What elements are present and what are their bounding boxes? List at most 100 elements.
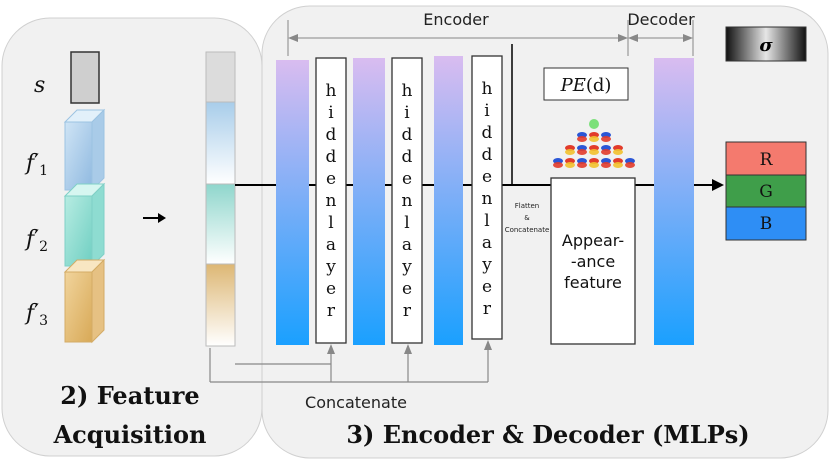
hidden-layer-letter: l	[404, 213, 409, 233]
pe-label: PE(d)	[560, 75, 612, 96]
harmonic-lobe	[601, 162, 611, 168]
hidden-layer-letter: n	[326, 191, 337, 211]
spherical-harmonics-icon	[553, 119, 635, 168]
appearance-feature-box	[550, 177, 636, 345]
harmonic-lobe	[601, 149, 611, 155]
flatten-amp: &	[524, 214, 530, 222]
appearance-line-2: -ance	[571, 252, 615, 271]
svg-text:f′3: f′3	[24, 301, 48, 329]
s-block	[70, 51, 100, 104]
hidden-layer-letter: e	[326, 169, 336, 189]
output-r-label: R	[760, 150, 774, 170]
output-b-box	[725, 206, 807, 241]
hidden-layer-box-1	[315, 57, 347, 344]
mlp-bar-3	[434, 56, 463, 345]
feature-cube-3	[63, 258, 106, 344]
hidden-layer-letter: y	[401, 257, 412, 277]
hidden-layer-letter: r	[403, 301, 412, 321]
feature-cube-2	[63, 182, 106, 268]
output-b-label: B	[760, 214, 773, 234]
harmonic-lobe	[589, 136, 599, 142]
harmonic-lobe	[625, 162, 635, 168]
hidden-layer-box-2	[391, 57, 423, 344]
output-arrow	[712, 179, 724, 191]
hidden-layer-letter: l	[328, 213, 333, 233]
harmonic-lobe	[589, 162, 599, 168]
hidden-layer-box-3	[471, 55, 503, 340]
concatenate-label: Concatenate	[305, 393, 407, 412]
hidden-layer-letter: e	[482, 167, 492, 187]
hidden-layer-letter: d	[482, 145, 493, 165]
hidden-layer-letter: d	[402, 147, 413, 167]
feature-acquisition-title-1: 2) Feature	[60, 381, 199, 410]
concatenate-connections	[209, 346, 489, 383]
hidden-layer-letter: r	[327, 301, 336, 321]
hidden-layer-letter: h	[482, 79, 493, 99]
output-r-box	[725, 141, 807, 176]
feature-cube-1	[63, 108, 106, 192]
hidden-layer-letter: a	[402, 235, 412, 255]
output-g-label: G	[759, 182, 773, 202]
svg-text:f′1: f′1	[24, 151, 48, 179]
symbol-f2: f′2	[24, 227, 48, 255]
skip-arrow-1	[327, 344, 335, 354]
output-g-box	[725, 174, 807, 208]
hidden-layer-letter: d	[326, 125, 337, 145]
hidden-layer-letter: e	[402, 169, 412, 189]
hidden-layer-letter: l	[484, 211, 489, 231]
hidden-layer-letter: a	[326, 235, 336, 255]
hidden-layer-letter: i	[484, 101, 490, 121]
hidden-layer-letter: y	[325, 257, 336, 277]
hidden-layer-letter: a	[482, 233, 492, 253]
harmonic-lobe	[553, 162, 563, 168]
harmonic-lobe	[565, 162, 575, 168]
hidden-layer-letter: i	[328, 103, 334, 123]
harmonic-lobe	[613, 149, 623, 155]
hidden-layer-letter: e	[326, 279, 336, 299]
harmonic-lobe	[577, 162, 587, 168]
svg-text:f′2: f′2	[24, 227, 48, 255]
hidden-layer-letter: n	[482, 189, 493, 209]
concatenated-feature-strip	[205, 51, 236, 347]
flatten-label: Flatten	[515, 202, 540, 210]
skip-arrow-3	[484, 340, 492, 350]
encoder-label: Encoder	[423, 10, 489, 29]
mlp-bar-1	[276, 60, 309, 345]
skip-arrow-2	[404, 344, 412, 354]
hidden-layer-letter: h	[326, 81, 337, 101]
appearance-line-3: feature	[564, 273, 622, 292]
hidden-layer-letter: d	[326, 147, 337, 167]
hidden-layer-letter: r	[483, 299, 492, 319]
harmonic-lobe	[577, 149, 587, 155]
harmonic-lobe	[601, 136, 611, 142]
decoder-label: Decoder	[627, 10, 695, 29]
hidden-layer-letter: d	[482, 123, 493, 143]
harmonic-lobe	[565, 149, 575, 155]
harmonic-lobe	[613, 162, 623, 168]
mlp-bar-2	[353, 58, 385, 345]
hidden-layer-letter: n	[402, 191, 413, 211]
encoder-decoder-title: 3) Encoder & Decoder (MLPs)	[346, 420, 749, 449]
acquisition-arrow	[143, 213, 166, 223]
sigma-label: σ	[759, 35, 773, 56]
harmonic-lobe	[589, 149, 599, 155]
decoder-span	[628, 20, 694, 56]
positional-encoding-box	[543, 67, 629, 101]
hidden-layer-letter: h	[402, 81, 413, 101]
sigma-output-box	[725, 26, 807, 62]
harmonic-lobe	[589, 119, 599, 129]
hidden-layer-letter: y	[481, 255, 492, 275]
hidden-layer-letter: e	[482, 277, 492, 297]
appearance-line-1: Appear-	[562, 231, 624, 250]
flatten-concatenate-label: Concatenate	[505, 226, 550, 234]
symbol-f1: f′1	[24, 151, 48, 179]
hidden-layer-letter: d	[402, 125, 413, 145]
hidden-layer-letter: e	[402, 279, 412, 299]
feature-acquisition-title-2: Acquisition	[53, 420, 207, 449]
hidden-layer-letter: i	[404, 103, 410, 123]
